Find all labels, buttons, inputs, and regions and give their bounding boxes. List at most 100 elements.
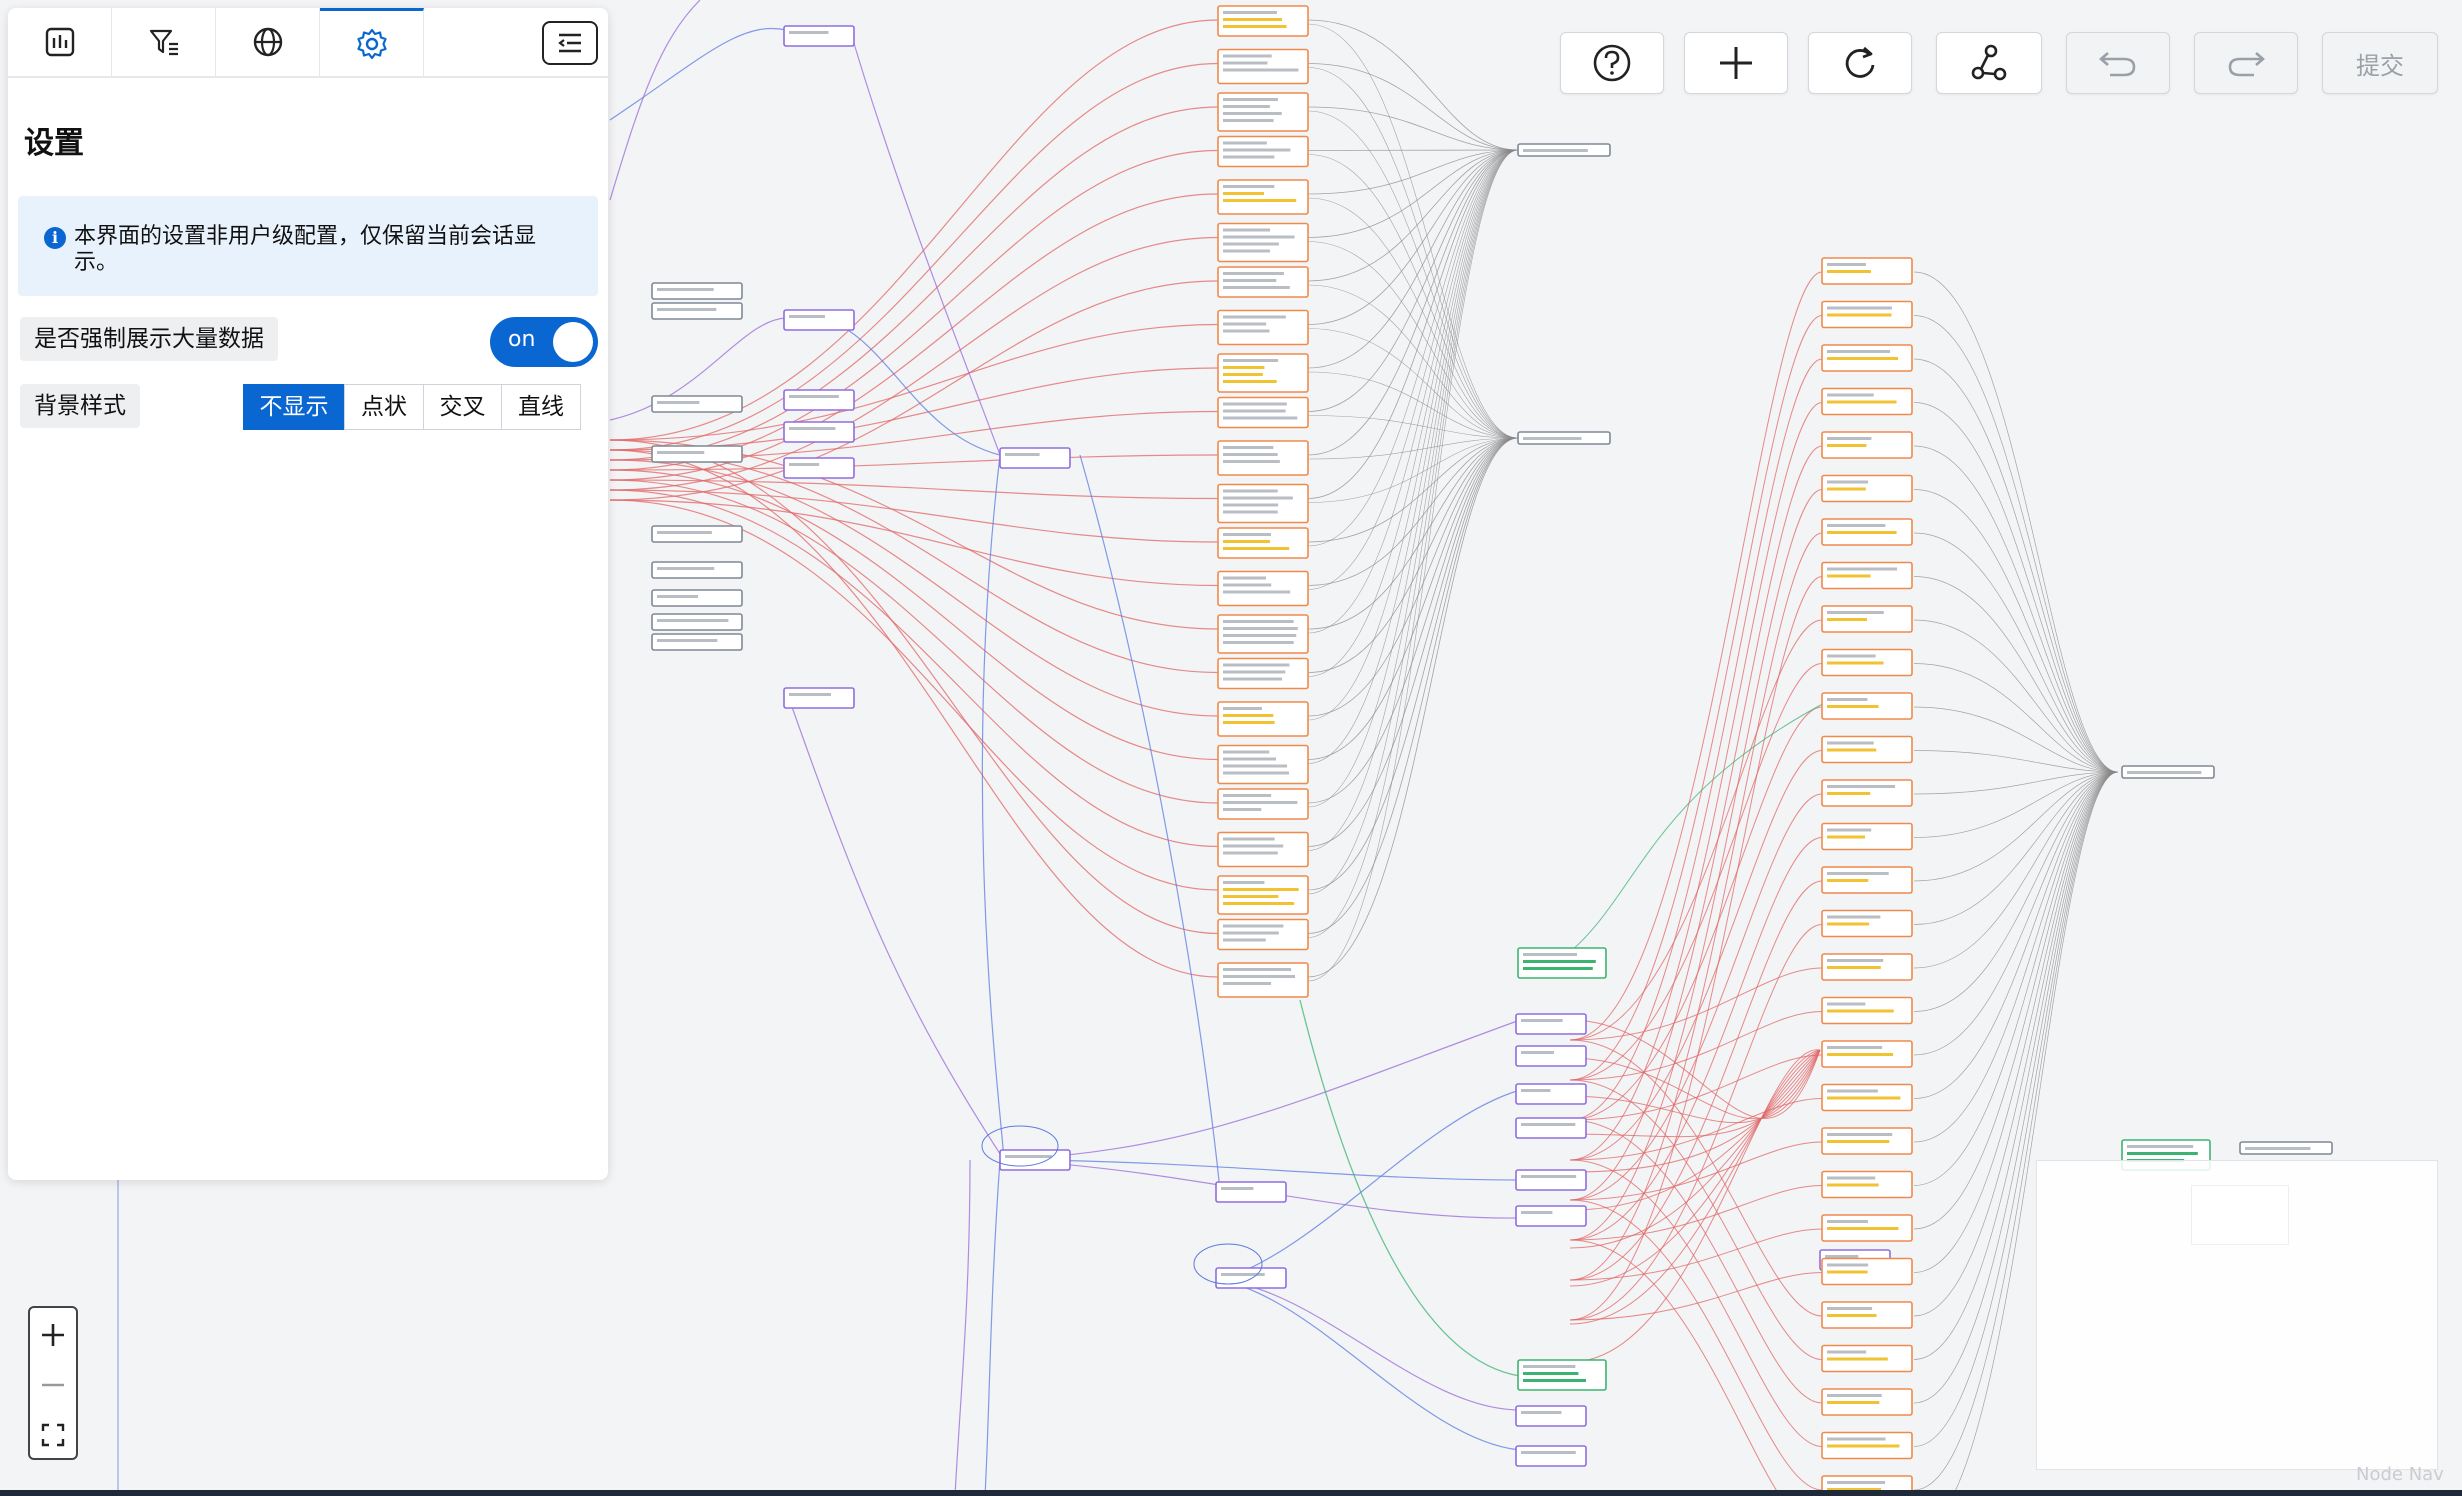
graph-node[interactable] <box>783 389 855 411</box>
graph-node[interactable] <box>999 447 1071 469</box>
graph-node[interactable] <box>1821 344 1913 372</box>
graph-node[interactable] <box>1821 866 1913 894</box>
graph-node[interactable] <box>783 25 855 47</box>
graph-node[interactable] <box>1217 962 1309 998</box>
graph-node[interactable] <box>1821 692 1913 720</box>
graph-node[interactable] <box>783 421 855 443</box>
graph-node[interactable] <box>1821 1040 1913 1068</box>
tab-global[interactable] <box>216 8 320 76</box>
graph-node[interactable] <box>651 445 743 463</box>
graph-node[interactable] <box>1217 918 1309 951</box>
fit-view-button[interactable] <box>30 1410 76 1460</box>
graph-node[interactable] <box>1217 135 1309 168</box>
graph-node[interactable] <box>1821 735 1913 764</box>
graph-node[interactable] <box>1515 1405 1587 1427</box>
graph-node[interactable] <box>1821 300 1913 329</box>
minimap[interactable] <box>2036 1160 2438 1470</box>
graph-node[interactable] <box>1217 92 1309 132</box>
graph-node[interactable] <box>1821 1127 1913 1155</box>
graph-node[interactable] <box>651 633 743 651</box>
graph-node[interactable] <box>1217 179 1309 215</box>
graph-node[interactable] <box>1217 527 1309 559</box>
graph-node[interactable] <box>1515 1083 1587 1105</box>
share-button[interactable] <box>1936 32 2042 94</box>
graph-node[interactable] <box>1217 788 1309 820</box>
graph-node[interactable] <box>1217 353 1309 393</box>
background-option-cross[interactable]: 交叉 <box>422 384 503 430</box>
undo-button[interactable] <box>2066 32 2170 94</box>
graph-node[interactable] <box>1821 1214 1913 1242</box>
graph-node[interactable] <box>1217 744 1309 785</box>
graph-node[interactable] <box>1217 483 1309 524</box>
zoom-in-button[interactable] <box>30 1310 76 1360</box>
graph-node[interactable] <box>651 282 743 300</box>
background-option-lines[interactable]: 直线 <box>501 384 581 430</box>
graph-node[interactable] <box>651 525 743 543</box>
graph-node[interactable] <box>1821 1301 1913 1329</box>
graph-node[interactable] <box>651 589 743 607</box>
tab-filter[interactable] <box>112 8 216 76</box>
collapse-panel-button[interactable] <box>542 21 598 65</box>
graph-node[interactable] <box>1821 822 1913 851</box>
graph-node[interactable] <box>1217 614 1309 654</box>
submit-button[interactable]: 提交 <box>2322 32 2438 94</box>
graph-node[interactable] <box>1821 1431 1913 1460</box>
force-show-toggle[interactable]: on <box>490 317 598 367</box>
graph-node[interactable] <box>783 687 855 709</box>
graph-node[interactable] <box>1515 1169 1587 1191</box>
graph-node[interactable] <box>651 613 743 631</box>
graph-node[interactable] <box>1821 1083 1913 1112</box>
graph-node[interactable] <box>1217 570 1309 607</box>
graph-node[interactable] <box>1821 561 1913 590</box>
refresh-button[interactable] <box>1808 32 1912 94</box>
graph-node[interactable] <box>1217 48 1309 85</box>
add-node-button[interactable] <box>1684 32 1788 94</box>
graph-node[interactable] <box>999 1149 1071 1171</box>
graph-node[interactable] <box>1217 222 1309 263</box>
graph-node[interactable] <box>1515 1013 1587 1035</box>
graph-node[interactable] <box>1215 1267 1287 1289</box>
graph-node[interactable] <box>783 309 855 331</box>
graph-node[interactable] <box>1215 1181 1287 1203</box>
tab-settings[interactable] <box>320 8 424 76</box>
graph-node[interactable] <box>1821 1170 1913 1199</box>
graph-node[interactable] <box>1821 605 1913 633</box>
graph-node[interactable] <box>1515 1205 1587 1227</box>
graph-node[interactable] <box>1821 257 1913 285</box>
tab-statistics[interactable] <box>8 8 112 76</box>
graph-node[interactable] <box>1517 431 1611 445</box>
graph-node[interactable] <box>651 302 743 320</box>
graph-node[interactable] <box>2121 765 2215 779</box>
graph-node[interactable] <box>1515 1117 1587 1139</box>
graph-node[interactable] <box>651 561 743 579</box>
graph-node[interactable] <box>1217 701 1309 737</box>
graph-node[interactable] <box>1217 831 1309 868</box>
graph-node[interactable] <box>1821 1344 1913 1373</box>
graph-node[interactable] <box>1217 875 1309 915</box>
graph-node[interactable] <box>1821 1388 1913 1416</box>
graph-node[interactable] <box>1821 909 1913 938</box>
graph-node[interactable] <box>1821 953 1913 981</box>
graph-node[interactable] <box>1821 387 1913 416</box>
graph-node[interactable] <box>1217 396 1309 429</box>
graph-node[interactable] <box>1821 996 1913 1025</box>
help-button[interactable] <box>1560 32 1664 94</box>
zoom-out-button[interactable] <box>30 1360 76 1410</box>
background-option-none[interactable]: 不显示 <box>242 384 346 430</box>
graph-node[interactable] <box>1515 1045 1587 1067</box>
graph-node[interactable] <box>651 395 743 413</box>
graph-node[interactable] <box>1821 518 1913 546</box>
graph-node[interactable] <box>1217 657 1309 690</box>
graph-node[interactable] <box>1821 474 1913 503</box>
graph-node[interactable] <box>1217 5 1309 37</box>
graph-node[interactable] <box>1821 779 1913 807</box>
graph-node[interactable] <box>1515 1445 1587 1467</box>
graph-node[interactable] <box>1517 143 1611 157</box>
background-option-dots[interactable]: 点状 <box>344 384 424 430</box>
minimap-viewport[interactable] <box>2191 1185 2289 1245</box>
graph-node[interactable] <box>1517 947 1607 979</box>
graph-node[interactable] <box>2239 1141 2333 1155</box>
graph-node[interactable] <box>1821 1257 1913 1286</box>
